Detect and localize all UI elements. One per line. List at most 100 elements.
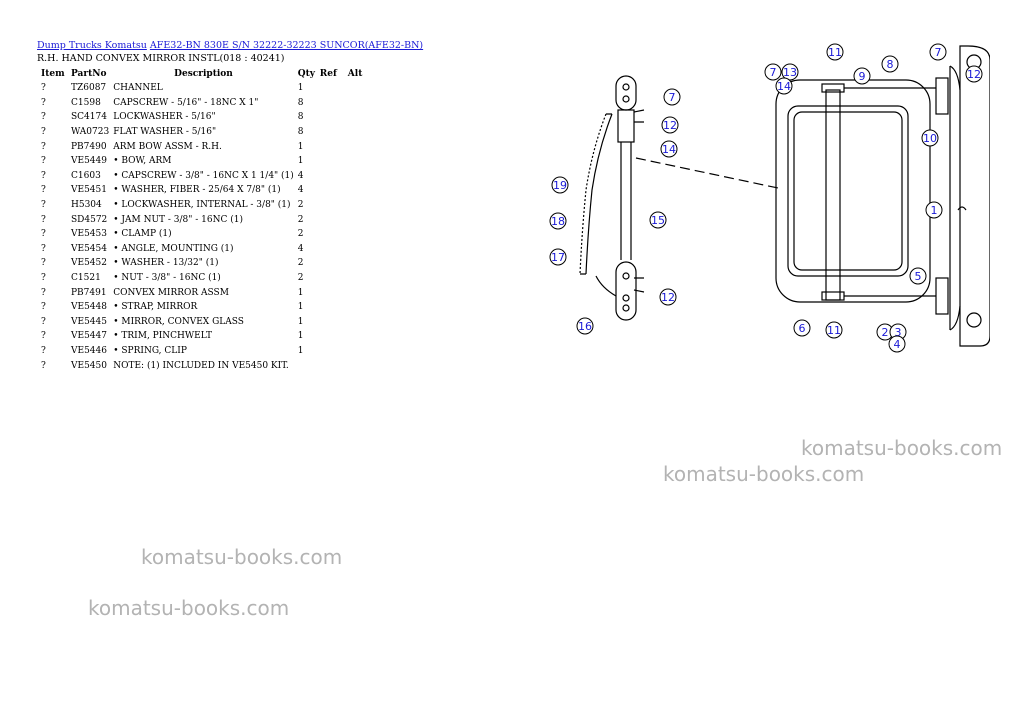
svg-text:8: 8 xyxy=(887,58,894,71)
svg-text:7: 7 xyxy=(770,66,777,79)
cell-qty: 1 xyxy=(297,287,304,298)
cell-qty: 1 xyxy=(297,156,304,167)
watermark: komatsu-books.com xyxy=(88,596,290,620)
callout-9: 9 xyxy=(853,67,871,85)
col-qty: Qty xyxy=(297,68,316,79)
page-subtitle: R.H. HAND CONVEX MIRROR INSTL(018 : 4024… xyxy=(37,53,285,64)
table-row: ?SD4572• JAM NUT - 3/8" - 16NC (1)2 xyxy=(37,212,370,227)
cell-description: • ANGLE, MOUNTING (1) xyxy=(113,243,234,254)
table-header-row: Item PartNo Description Qty Ref Alt xyxy=(37,66,370,81)
cell-item: ? xyxy=(41,229,46,240)
col-item: Item xyxy=(41,68,65,79)
cell-ref xyxy=(318,169,346,184)
cell-description: NOTE: (1) INCLUDED IN VE5450 KIT. xyxy=(113,360,289,371)
svg-text:14: 14 xyxy=(662,143,676,156)
cell-ref xyxy=(318,110,346,125)
breadcrumb-link-model[interactable]: AFE32-BN 830E S/N 32222-32223 SUNCOR(AFE… xyxy=(149,40,424,51)
cell-alt xyxy=(346,169,370,184)
callout-7: 7 xyxy=(929,43,947,61)
cell-qty: 1 xyxy=(297,331,304,342)
svg-text:10: 10 xyxy=(923,132,937,145)
cell-alt xyxy=(346,285,370,300)
cell-description: • CLAMP (1) xyxy=(113,229,172,240)
cell-description: • LOCKWASHER, INTERNAL - 3/8" (1) xyxy=(113,200,291,211)
cell-item: ? xyxy=(41,331,46,342)
svg-text:15: 15 xyxy=(651,214,665,227)
cell-alt xyxy=(346,300,370,315)
cell-ref xyxy=(318,344,346,359)
cell-ref xyxy=(318,125,346,140)
cell-alt xyxy=(346,315,370,330)
cell-description: CAPSCREW - 5/16" - 18NC X 1" xyxy=(113,97,259,108)
table-row: ?VE5454• ANGLE, MOUNTING (1)4 xyxy=(37,242,370,257)
svg-text:7: 7 xyxy=(935,46,942,59)
svg-text:12: 12 xyxy=(661,291,675,304)
cell-ref xyxy=(318,198,346,213)
cell-ref xyxy=(318,227,346,242)
cell-partno: VE5449 xyxy=(71,156,107,167)
cell-ref xyxy=(318,154,346,169)
table-row: ?VE5451• WASHER, FIBER - 25/64 X 7/8" (1… xyxy=(37,183,370,198)
svg-text:1: 1 xyxy=(931,204,938,217)
cell-qty: 2 xyxy=(297,273,304,284)
cell-partno: PB7490 xyxy=(71,141,107,152)
cell-qty: 2 xyxy=(297,200,304,211)
svg-text:11: 11 xyxy=(827,324,841,337)
callout-12: 12 xyxy=(661,116,679,134)
cell-description: CHANNEL xyxy=(113,83,163,94)
cell-qty: 4 xyxy=(297,185,304,196)
callout-7: 7 xyxy=(764,63,782,81)
mirror-frame-assembly xyxy=(775,45,990,347)
callout-4: 4 xyxy=(888,335,906,353)
breadcrumb-link-dump-trucks[interactable]: Dump Trucks Komatsu xyxy=(37,40,147,51)
cell-partno: TZ6087 xyxy=(71,83,107,94)
col-partno: PartNo xyxy=(71,68,107,79)
cell-alt xyxy=(346,96,370,111)
cell-partno: PB7491 xyxy=(71,287,107,298)
cell-partno: VE5448 xyxy=(71,302,107,313)
cell-ref xyxy=(318,96,346,111)
cell-partno: SC4174 xyxy=(71,112,107,123)
callout-12: 12 xyxy=(659,288,677,306)
callout-7: 7 xyxy=(663,88,681,106)
cell-partno: SD4572 xyxy=(71,214,108,225)
callout-11: 11 xyxy=(826,43,844,61)
callout-14: 14 xyxy=(660,140,678,158)
cell-item: ? xyxy=(41,243,46,254)
cell-partno: H5304 xyxy=(71,200,102,211)
svg-text:6: 6 xyxy=(799,322,806,335)
callout-6: 6 xyxy=(793,319,811,337)
cell-ref xyxy=(318,242,346,257)
cell-description: • STRAP, MIRROR xyxy=(113,302,198,313)
cell-alt xyxy=(346,212,370,227)
cell-description: • SPRING, CLIP xyxy=(113,345,187,356)
cell-item: ? xyxy=(41,316,46,327)
cell-description: • BOW, ARM xyxy=(113,156,172,167)
cell-ref xyxy=(318,285,346,300)
cell-qty: 8 xyxy=(297,112,304,123)
cell-item: ? xyxy=(41,200,46,211)
cell-alt xyxy=(346,227,370,242)
cell-qty: 2 xyxy=(297,258,304,269)
cell-description: FLAT WASHER - 5/16" xyxy=(113,127,217,138)
cell-ref xyxy=(318,358,346,373)
col-alt: Alt xyxy=(347,68,363,79)
cell-item: ? xyxy=(41,97,46,108)
svg-text:12: 12 xyxy=(967,68,981,81)
cell-qty: 8 xyxy=(297,97,304,108)
cell-alt xyxy=(346,198,370,213)
cell-alt xyxy=(346,242,370,257)
cell-alt xyxy=(346,81,370,96)
table-row: ?C1521• NUT - 3/8" - 16NC (1)2 xyxy=(37,271,370,286)
cell-alt xyxy=(346,344,370,359)
callout-14: 14 xyxy=(775,77,793,95)
svg-text:2: 2 xyxy=(882,326,889,339)
breadcrumb: Dump Trucks Komatsu AFE32-BN 830E S/N 32… xyxy=(37,40,423,51)
